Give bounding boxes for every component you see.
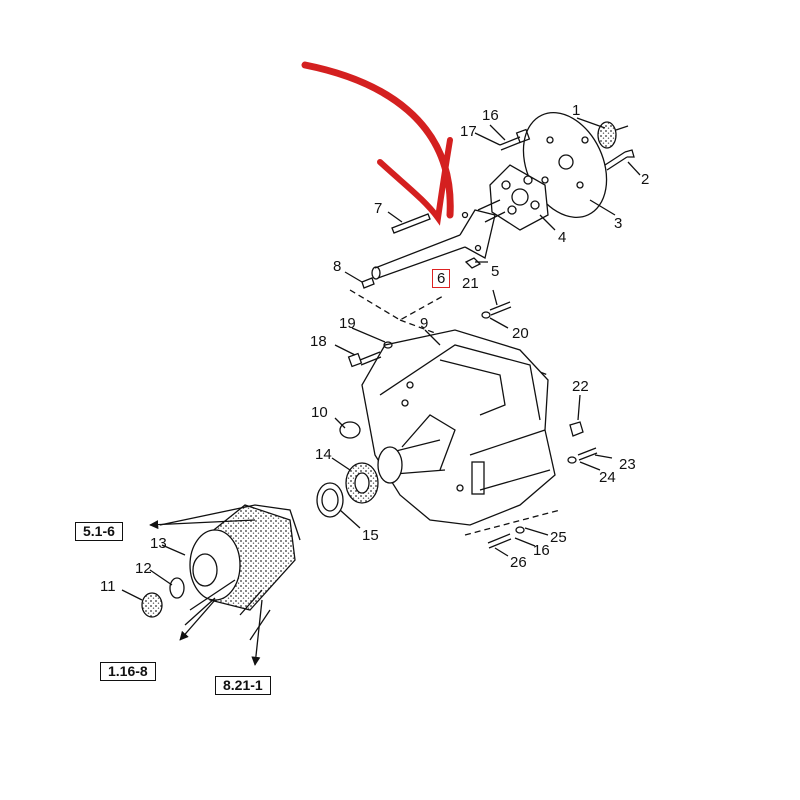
part-label-3: 3 [614, 215, 623, 232]
part-label-22: 22 [572, 378, 589, 395]
highlighted-part-label-6[interactable]: 6 [432, 269, 451, 288]
plug-10 [339, 421, 361, 439]
nut-5 [464, 257, 482, 269]
part-label-11: 11 [100, 578, 116, 595]
part-label-8: 8 [333, 258, 342, 275]
reference-1-16-8[interactable]: 1.16-8 [100, 662, 156, 681]
highlight-arrow-head [377, 137, 453, 226]
bolt-21 [489, 301, 512, 316]
belt-lower-1 [189, 579, 263, 616]
reference-5-1-6[interactable]: 5.1-6 [75, 522, 123, 541]
bolt-2 [604, 149, 635, 171]
reference-8-21-1[interactable]: 8.21-1 [215, 676, 271, 695]
part-label-17: 17 [460, 123, 477, 140]
part-label-25: 25 [550, 529, 567, 546]
part-label-18: 18 [310, 333, 327, 350]
part-label-4: 4 [558, 229, 567, 246]
key-7 [391, 213, 431, 234]
part-label-13: 13 [150, 535, 167, 552]
part-label-14: 14 [315, 446, 332, 463]
seal-15 [316, 482, 344, 518]
bolt-18 [359, 351, 382, 366]
part-label-10: 10 [311, 404, 328, 421]
part-label-16-top: 16 [482, 107, 499, 124]
gearbox-housing [361, 329, 556, 526]
bolt-23 [577, 447, 598, 461]
part-label-15: 15 [362, 527, 379, 544]
part-label-20: 20 [512, 325, 529, 342]
part-label-26: 26 [510, 554, 527, 571]
part-label-5: 5 [491, 263, 500, 280]
bolt-26 [487, 533, 512, 549]
shaft-6 [374, 209, 496, 279]
part-label-16-bottom: 16 [533, 542, 550, 559]
washer-19 [383, 341, 393, 349]
part-label-9: 9 [420, 315, 429, 332]
part-label-19: 19 [339, 315, 356, 332]
pin-22 [569, 421, 584, 437]
part-label-12: 12 [135, 560, 152, 577]
washer-12 [169, 577, 185, 599]
part-label-23: 23 [619, 456, 636, 473]
highlight-arrow [301, 61, 454, 219]
nipple-8 [361, 277, 375, 289]
bearing-1 [597, 121, 617, 149]
part-label-1: 1 [572, 102, 581, 119]
belt-upper [159, 504, 301, 541]
nut-11 [141, 592, 163, 618]
part-label-2: 2 [641, 171, 650, 188]
bolt-17 [499, 136, 522, 151]
part-label-7: 7 [374, 200, 383, 217]
part-label-24: 24 [599, 469, 616, 486]
washer-20 [481, 311, 491, 319]
part-label-21: 21 [462, 275, 479, 292]
